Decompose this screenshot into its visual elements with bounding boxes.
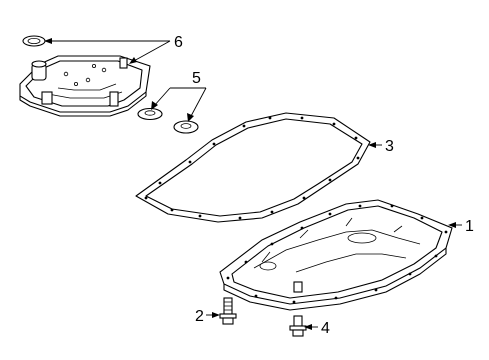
filter-seal-ring xyxy=(22,35,46,47)
oil-pan xyxy=(219,199,453,311)
leader-2 xyxy=(206,312,220,318)
leader-3 xyxy=(368,142,382,148)
seal-left xyxy=(137,107,163,121)
drain-plug xyxy=(289,315,307,337)
callout-3: 3 xyxy=(385,138,394,155)
leader-4 xyxy=(304,324,318,330)
seal-right xyxy=(173,120,199,134)
leader-1 xyxy=(448,222,462,228)
oil-filter xyxy=(19,55,151,117)
leader-5 xyxy=(151,87,207,122)
pan-bolt xyxy=(219,297,237,325)
pan-gasket xyxy=(135,112,371,223)
callout-4: 4 xyxy=(321,320,330,337)
callout-6: 6 xyxy=(174,34,183,51)
callout-2: 2 xyxy=(195,308,204,325)
leader-6 xyxy=(44,38,171,64)
callout-1: 1 xyxy=(465,218,474,235)
callout-5: 5 xyxy=(192,70,201,87)
